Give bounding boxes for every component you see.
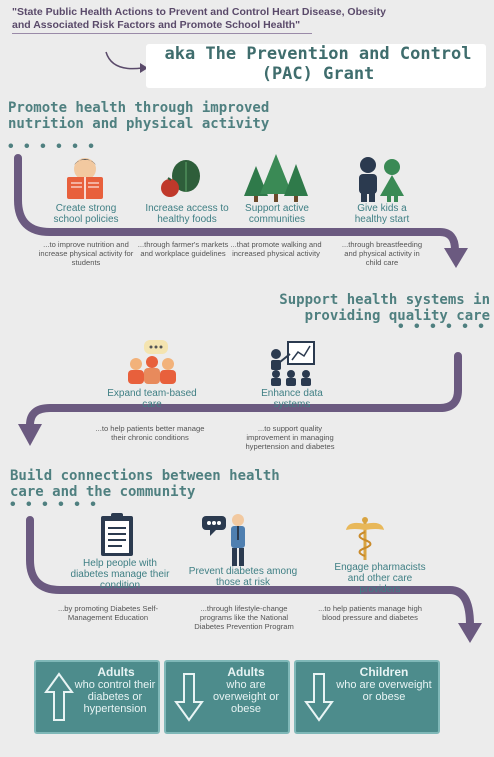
- item-desc: ...through farmer's markets and workplac…: [137, 240, 229, 258]
- outcome-card-children-overweight: Children who are overweight or obese: [294, 660, 440, 734]
- outcome-text: who control their diabetes or hypertensi…: [74, 679, 156, 715]
- item-desc: ...through breastfeeding and physical ac…: [341, 240, 423, 267]
- section-heading-connections: Build connections between health care an…: [10, 468, 280, 500]
- item-label: Engage pharmacists and other care provid…: [334, 562, 426, 595]
- arrow-up-icon: [44, 672, 74, 721]
- section-heading-nutrition: Promote health through improved nutritio…: [8, 100, 270, 132]
- section-dots: • • • • • •: [10, 496, 99, 513]
- item-label: Enhance data systems: [261, 388, 323, 410]
- item-label: Give kids a healthy start: [354, 203, 410, 225]
- outcome-title: Children: [359, 665, 409, 679]
- item-label: Create strong school policies: [53, 203, 119, 225]
- item-label: Support active communities: [245, 203, 309, 225]
- team-icon: [128, 340, 176, 384]
- item-desc: ...to help patients manage high blood pr…: [318, 604, 422, 622]
- outcome-title: Adults: [227, 665, 265, 679]
- section-heading-health-systems: Support health systems in providing qual…: [279, 292, 490, 324]
- outcome-text: who are overweight or obese: [212, 679, 280, 715]
- item-label: Help people with diabetes manage their c…: [70, 558, 170, 591]
- outcome-card-adults-control: Adults who control their diabetes or hyp…: [34, 660, 160, 734]
- family-icon: [359, 157, 404, 202]
- item-desc: ...that promote walking and increased ph…: [230, 240, 322, 258]
- caduceus-icon: [346, 517, 384, 560]
- vegetables-icon: [161, 160, 200, 197]
- item-label: Expand team-based care: [107, 388, 197, 410]
- item-desc: ...by promoting Diabetes Self-Management…: [57, 604, 159, 622]
- item-desc: ...through lifestyle-change programs lik…: [194, 604, 294, 631]
- data-presentation-icon: [271, 341, 315, 386]
- outcome-card-adults-overweight: Adults who are overweight or obese: [164, 660, 290, 734]
- outcome-title: Adults: [97, 665, 135, 679]
- item-desc: ...to support quality improvement in man…: [245, 424, 335, 451]
- clipboard-icon: [101, 513, 133, 556]
- arrow-down-icon: [174, 673, 204, 722]
- item-label: Prevent diabetes among those at risk: [188, 566, 298, 588]
- grant-name: aka The Prevention and Control (PAC) Gra…: [164, 44, 472, 84]
- speaker-icon: [202, 514, 245, 566]
- curved-arrow-icon: [105, 51, 148, 73]
- outcome-text: who are overweight or obese: [336, 679, 432, 703]
- section-dots: • • • • • •: [398, 318, 487, 335]
- divider: [12, 33, 312, 34]
- trees-icon: [244, 154, 308, 202]
- program-title-quote: "State Public Health Actions to Prevent …: [12, 6, 386, 31]
- arrow-down-icon: [304, 673, 334, 722]
- aka-box: [146, 44, 486, 88]
- item-desc: ...to help patients better manage their …: [95, 424, 205, 442]
- section-dots: • • • • • •: [8, 138, 97, 155]
- item-label: Increase access to healthy foods: [145, 203, 229, 225]
- reading-child-icon: [67, 158, 103, 199]
- item-desc: ...to improve nutrition and increase phy…: [38, 240, 134, 267]
